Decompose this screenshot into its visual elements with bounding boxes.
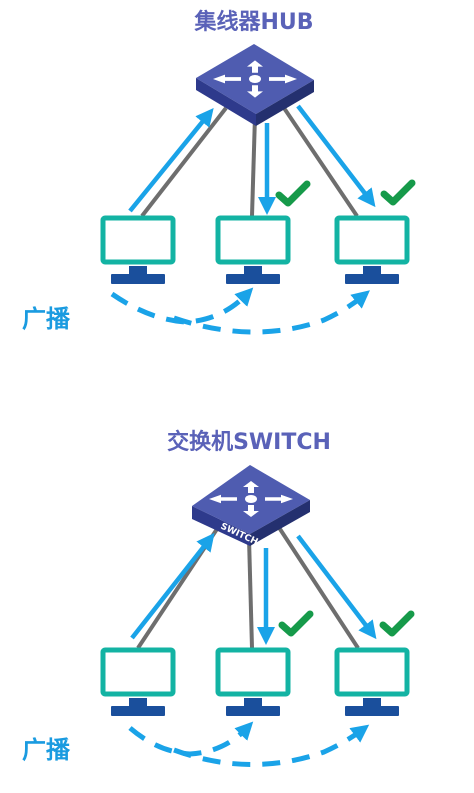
switch-check-middle-icon <box>278 610 314 637</box>
hub-link-right <box>282 106 359 218</box>
hub-pc-right-icon <box>337 218 407 284</box>
switch-arrow-up <box>130 532 215 640</box>
hub-section: 集线器HUB 广播 <box>22 9 416 335</box>
hub-link-middle <box>250 115 257 217</box>
hub-check-middle-icon <box>275 180 311 207</box>
switch-arrow-down-right <box>296 534 377 640</box>
switch-device-icon: SWITCH <box>192 465 310 548</box>
hub-broadcast-label: 广播 <box>22 305 71 333</box>
switch-broadcast-label: 广播 <box>22 736 71 764</box>
hub-broadcast-arc-middle <box>110 287 254 325</box>
hub-arrow-up <box>128 108 214 213</box>
switch-broadcast-arc-right <box>173 724 370 767</box>
hub-broadcast-arc-right <box>173 290 370 335</box>
switch-pc-left-icon <box>103 650 173 716</box>
hub-device-icon <box>196 44 314 126</box>
hub-pc-middle-icon <box>218 218 288 284</box>
hub-check-right-icon <box>380 179 416 206</box>
switch-pc-right-icon <box>337 650 407 716</box>
switch-link-right <box>276 524 360 650</box>
hub-pc-left-icon <box>103 218 173 284</box>
hub-link-left <box>140 106 228 218</box>
hub-arrow-down-right <box>296 104 376 208</box>
switch-pc-middle-icon <box>218 650 288 716</box>
switch-title: 交换机SWITCH <box>167 429 331 455</box>
switch-check-right-icon <box>379 610 415 637</box>
switch-broadcast-arc-middle <box>128 721 254 757</box>
hub-title: 集线器HUB <box>193 9 313 35</box>
switch-section: 交换机SWITCH SWITCH 广播 <box>22 429 415 767</box>
switch-link-middle <box>247 537 254 649</box>
